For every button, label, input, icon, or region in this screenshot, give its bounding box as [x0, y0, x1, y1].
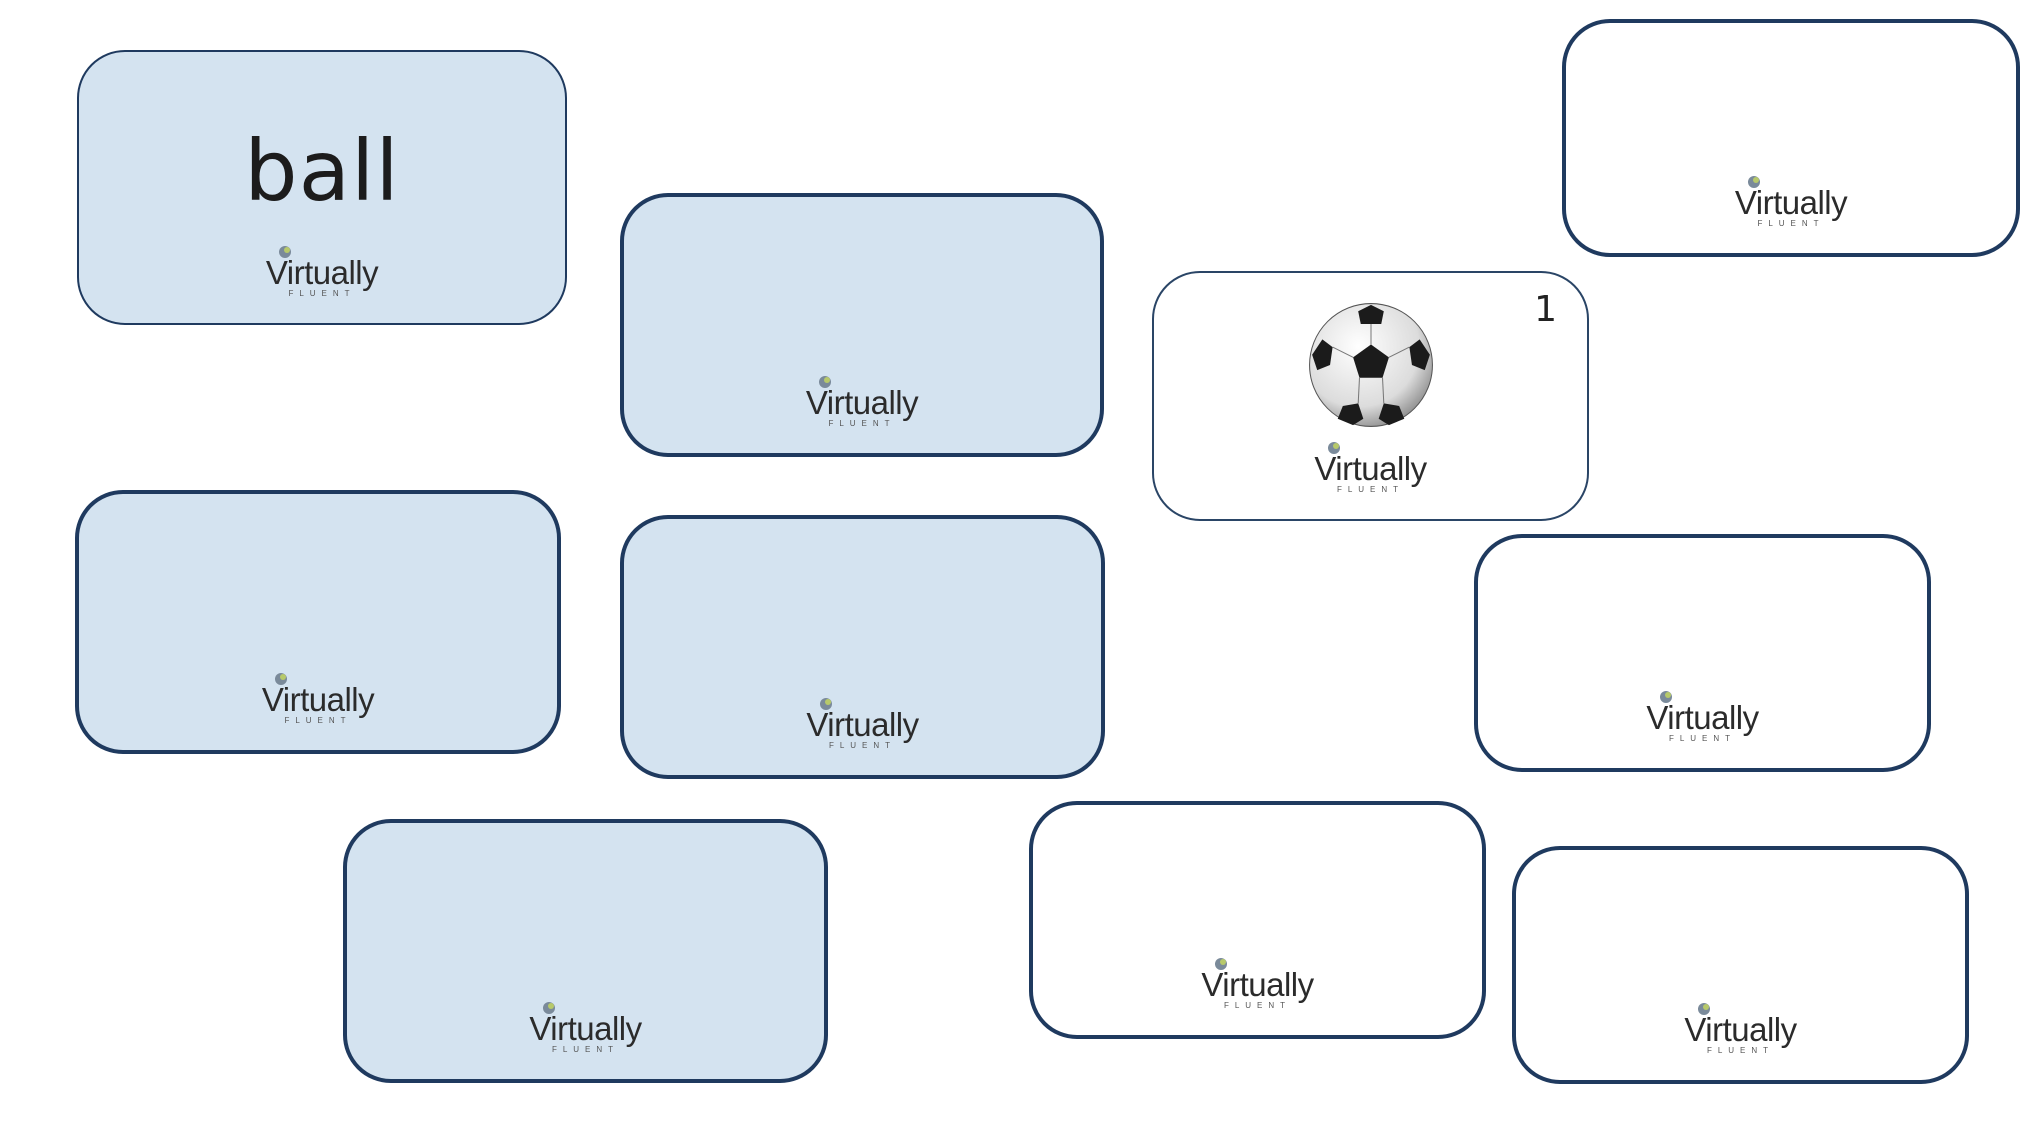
card-hidden[interactable]: Virtually FLUENT [343, 819, 828, 1083]
virtually-fluent-logo: Virtually FLUENT [248, 672, 388, 732]
virtually-fluent-logo: Virtually FLUENT [252, 245, 392, 305]
logo-mark-icon [1697, 1003, 1710, 1015]
card-ball-image[interactable]: 1 [1152, 271, 1589, 521]
logo-subtext: FLUENT [1336, 485, 1405, 494]
virtually-fluent-logo: Virtually FLUENT [1301, 441, 1441, 501]
logo-mark-icon [819, 376, 831, 388]
soccer-ball-icon [1308, 303, 1433, 427]
logo-text: Virtually [1646, 699, 1759, 736]
logo-subtext: FLUENT [828, 741, 897, 750]
card-word: ball [244, 122, 400, 220]
card-matched-blank[interactable]: Virtually FLUENT [1512, 846, 1969, 1084]
card-hidden[interactable]: Virtually FLUENT [620, 515, 1105, 779]
logo-subtext: FLUENT [284, 716, 352, 725]
logo-mark-icon [279, 246, 291, 258]
logo-mark-icon [1659, 691, 1672, 703]
logo-text: Virtually [1734, 184, 1848, 221]
logo-subtext: FLUENT [288, 289, 356, 298]
logo-text: Virtually [261, 681, 375, 718]
virtually-fluent-logo: Virtually FLUENT [1721, 175, 1861, 235]
card-hidden[interactable]: Virtually FLUENT [620, 193, 1104, 457]
card-matched-blank[interactable]: Virtually FLUENT [1562, 19, 2020, 257]
logo-text: Virtually [805, 384, 919, 421]
logo-subtext: FLUENT [1668, 734, 1737, 743]
logo-text: Virtually [1684, 1011, 1797, 1048]
logo-mark-icon [819, 698, 832, 710]
logo-subtext: FLUENT [1223, 1001, 1292, 1010]
virtually-fluent-logo: Virtually FLUENT [1188, 957, 1328, 1017]
logo-subtext: FLUENT [1757, 219, 1825, 228]
card-ball-word[interactable]: ball Virtually FLUENT [77, 50, 567, 325]
logo-mark-icon [1748, 176, 1760, 188]
card-hidden[interactable]: Virtually FLUENT [75, 490, 561, 754]
virtually-fluent-logo: Virtually FLUENT [1633, 690, 1773, 750]
card-number: 1 [1534, 289, 1557, 330]
logo-text: Virtually [265, 254, 379, 291]
logo-subtext: FLUENT [1706, 1046, 1775, 1055]
logo-mark-icon [1327, 442, 1340, 454]
logo-text: Virtually [1201, 966, 1314, 1003]
logo-text: Virtually [1314, 450, 1427, 487]
logo-mark-icon [1214, 958, 1227, 970]
virtually-fluent-logo: Virtually FLUENT [1671, 1002, 1811, 1062]
virtually-fluent-logo: Virtually FLUENT [793, 697, 933, 757]
logo-mark-icon [275, 673, 287, 685]
virtually-fluent-logo: Virtually FLUENT [516, 1001, 656, 1061]
card-matched-blank[interactable]: Virtually FLUENT [1029, 801, 1486, 1039]
logo-text: Virtually [529, 1010, 642, 1047]
logo-mark-icon [542, 1002, 555, 1014]
virtually-fluent-logo: Virtually FLUENT [792, 375, 932, 435]
card-matched-blank[interactable]: Virtually FLUENT [1474, 534, 1931, 772]
logo-text: Virtually [806, 706, 919, 743]
logo-subtext: FLUENT [551, 1045, 620, 1054]
logo-subtext: FLUENT [828, 419, 896, 428]
